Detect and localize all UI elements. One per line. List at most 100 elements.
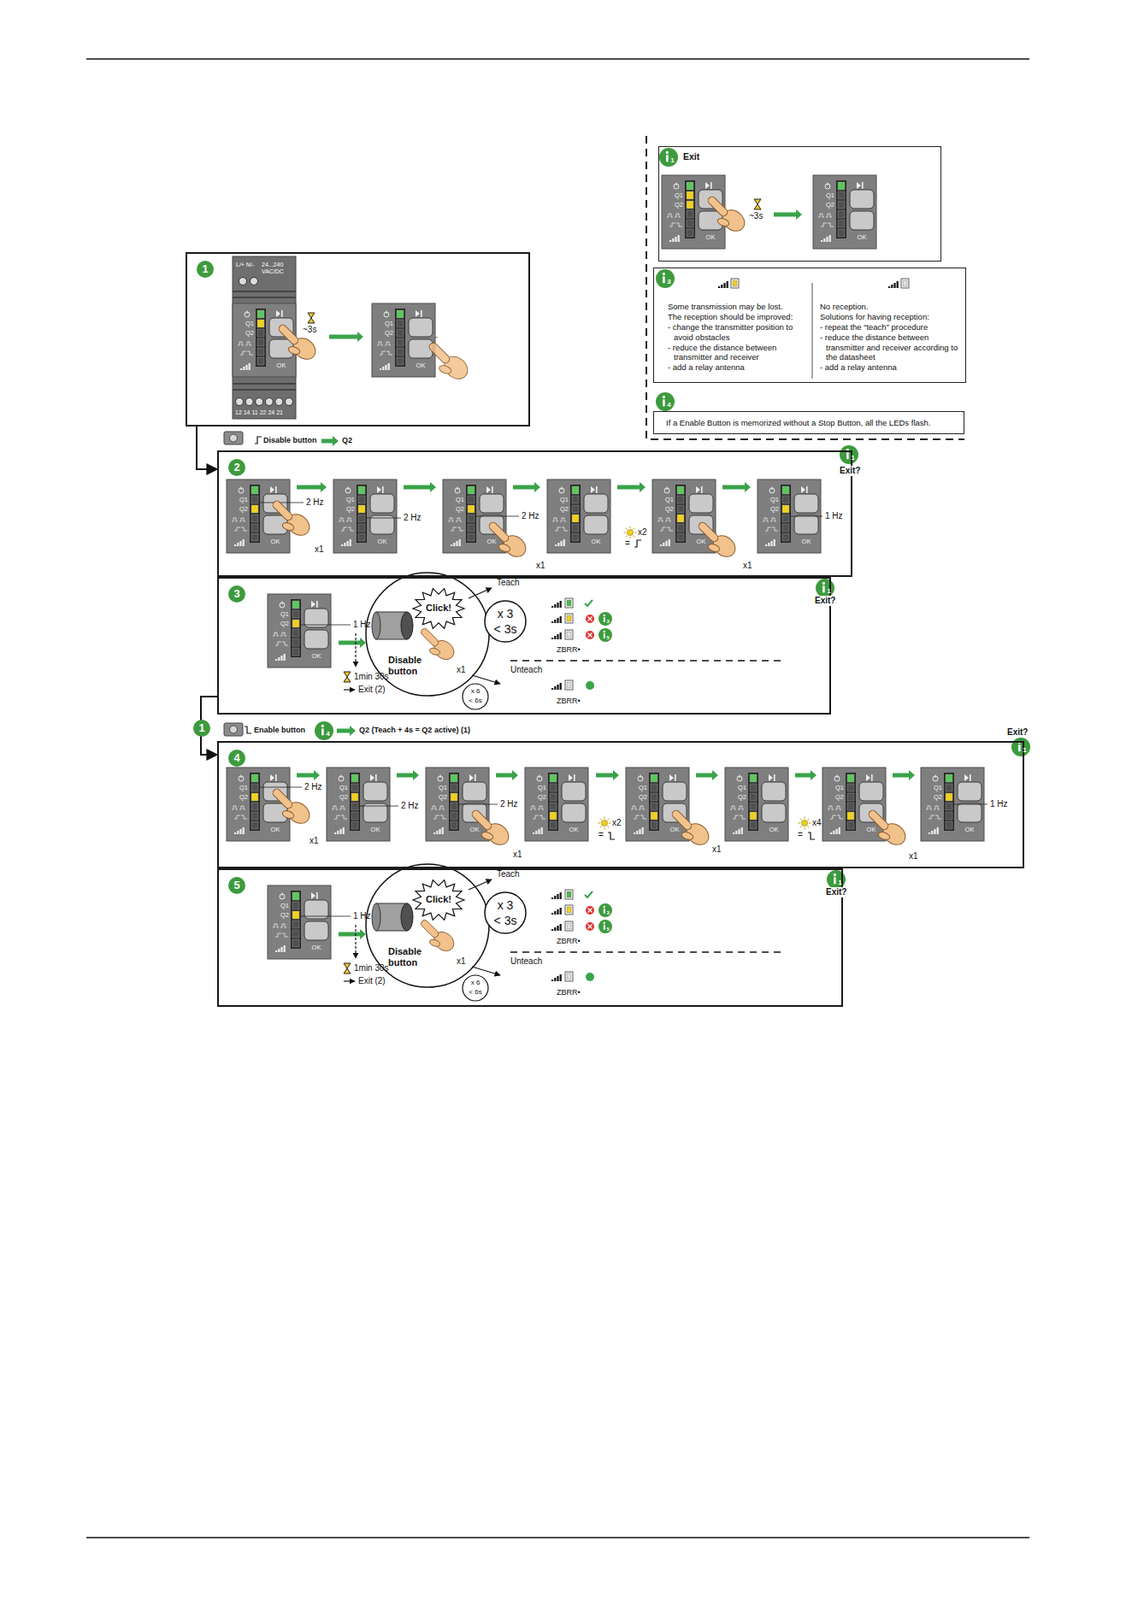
signal-bar xyxy=(436,831,438,835)
led xyxy=(257,310,265,319)
led xyxy=(467,505,475,513)
led-label: Q2 xyxy=(231,505,248,513)
signal-bar xyxy=(720,284,723,289)
led xyxy=(945,784,953,792)
signal-bar xyxy=(236,831,239,835)
signal-bar xyxy=(349,539,352,547)
annotation-text: Enable button xyxy=(253,725,306,736)
annotation-text: 1min 30s xyxy=(353,963,390,974)
signal-bar xyxy=(342,827,345,835)
signal-bar xyxy=(541,827,543,835)
annotation-text: 1 Hz xyxy=(353,911,372,922)
signal-bar xyxy=(823,238,826,242)
blink-icon xyxy=(627,530,634,537)
terminal-screw xyxy=(239,277,248,286)
click-burst xyxy=(412,589,465,630)
info-badge xyxy=(839,445,859,465)
led-icon xyxy=(566,973,572,980)
annotation-text: x1 xyxy=(536,560,546,572)
edge-icon xyxy=(765,527,779,531)
led xyxy=(292,648,300,656)
hand-thumb xyxy=(707,542,721,554)
led xyxy=(251,821,259,830)
edge-icon xyxy=(450,527,464,531)
relay-front-panel xyxy=(725,767,789,842)
terminal-screw xyxy=(245,398,254,407)
relay-front-panel xyxy=(226,767,290,842)
led-label: Q2 xyxy=(430,793,448,802)
hand-finger xyxy=(427,341,451,365)
edge-icon xyxy=(334,815,348,820)
signal-bar xyxy=(556,602,559,608)
step-number: 1 xyxy=(193,719,211,737)
led-strip xyxy=(548,772,559,832)
led xyxy=(358,524,366,532)
led-label: Q2 xyxy=(666,200,684,209)
next-icon xyxy=(768,774,776,782)
pulse-icon xyxy=(818,213,832,218)
click-burst xyxy=(412,880,465,921)
led xyxy=(571,505,579,513)
housing-groove xyxy=(232,383,296,385)
cross-mark xyxy=(585,614,595,624)
info-badge-glyph xyxy=(603,633,606,639)
led xyxy=(549,784,557,792)
led xyxy=(686,191,694,200)
green-arrow xyxy=(329,331,364,342)
power-icon xyxy=(347,487,349,491)
hourglass-icon xyxy=(343,963,351,974)
led xyxy=(945,812,953,820)
button-label: OK xyxy=(312,943,322,952)
signal-bar xyxy=(283,654,286,661)
step-box: 4 xyxy=(217,741,1025,869)
note-text: - repeat the “teach” procedure xyxy=(819,322,961,333)
button-label: OK xyxy=(857,233,867,242)
signal-bar xyxy=(723,283,726,289)
info-badge-glyph xyxy=(603,630,606,633)
led-icon xyxy=(565,680,573,690)
power-icon xyxy=(241,487,242,491)
led-label: Q1 xyxy=(666,191,684,200)
housing-groove xyxy=(232,290,296,293)
edge-icon xyxy=(275,642,289,646)
pressing-hand xyxy=(696,520,739,561)
led xyxy=(677,524,684,532)
annotation-text: < 6s xyxy=(468,696,482,706)
led xyxy=(351,774,359,783)
led xyxy=(837,191,845,200)
info-badge-number: 1 xyxy=(1022,747,1026,755)
pulse-icon xyxy=(666,213,681,218)
annotation-text: < 3s xyxy=(494,913,518,929)
green-arrow xyxy=(296,482,327,493)
signal-bar xyxy=(735,831,737,835)
led xyxy=(251,486,259,495)
relay-front-panel xyxy=(371,303,436,378)
annotation-text: ZBRR• xyxy=(556,696,581,707)
info-badge-number: 1 xyxy=(837,879,842,887)
next-icon xyxy=(568,774,576,782)
signal-bar xyxy=(554,927,556,932)
signal-bar xyxy=(551,929,554,932)
led xyxy=(396,347,404,356)
annotation-text: 1min 30s xyxy=(353,672,390,683)
button-label: OK xyxy=(866,825,877,834)
led xyxy=(677,505,684,513)
led xyxy=(292,629,300,637)
panel-face xyxy=(226,479,290,554)
annotation-text: Disable button xyxy=(388,946,437,969)
pressing-hand xyxy=(271,787,313,828)
info-badge-number: 4 xyxy=(666,401,671,409)
led xyxy=(351,812,359,820)
signal-bar xyxy=(556,634,559,640)
power-icon xyxy=(837,775,838,779)
signal-bar xyxy=(741,827,743,835)
led-label: Q1 xyxy=(338,495,355,504)
blink-icon xyxy=(801,820,808,827)
panel-button xyxy=(363,782,388,802)
panel-button xyxy=(304,630,329,649)
signal-bar xyxy=(239,829,242,835)
annotation-text: 2 Hz xyxy=(306,497,325,508)
led-icon xyxy=(565,905,573,915)
led-label: Q2 xyxy=(762,505,779,513)
